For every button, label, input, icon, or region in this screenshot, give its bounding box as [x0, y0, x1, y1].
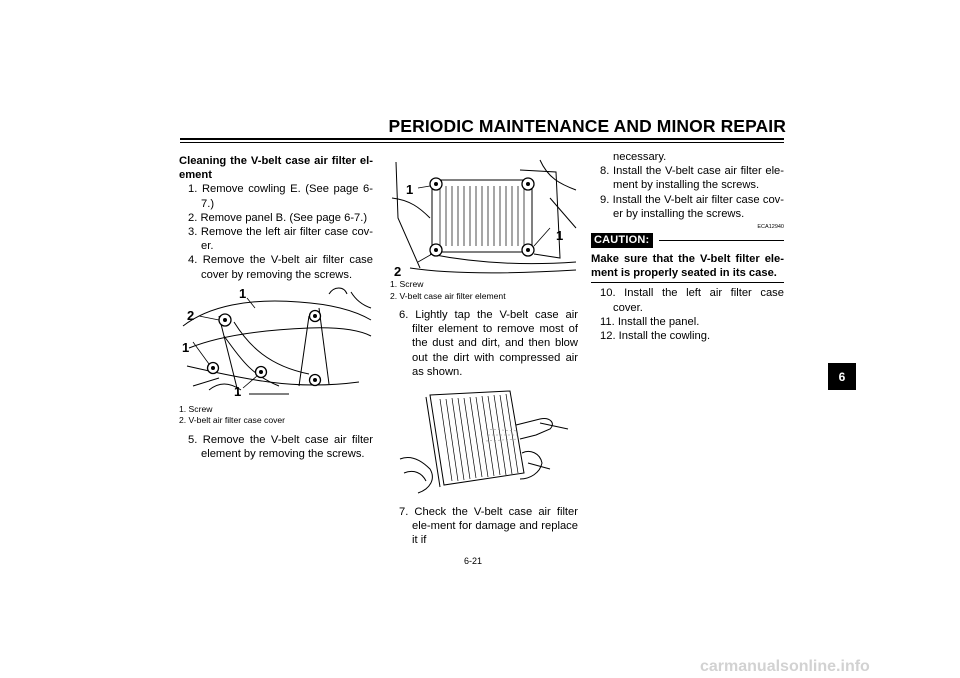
- figure-1-caption-2: 2. V-belt air filter case cover: [179, 415, 286, 426]
- caution-text: Make sure that the V-belt filter ele-men…: [591, 252, 784, 284]
- chapter-tab: 6: [828, 363, 856, 390]
- caution-rule: [659, 239, 784, 242]
- step-7-continued: necessary.: [613, 151, 667, 163]
- section-heading: Cleaning the V-belt case air filter el-e…: [179, 155, 373, 182]
- page-title: PERIODIC MAINTENANCE AND MINOR REPAIR: [388, 116, 786, 136]
- figure-2-caption-1: 1. Screw: [390, 279, 424, 289]
- step-1: 1. Remove cowling E. (See page 6-7.): [188, 183, 373, 210]
- compressed-air-cleaning-figure: [399, 390, 569, 494]
- step-6: 6. Lightly tap the V-belt case air filte…: [399, 309, 578, 378]
- header-rule: [180, 138, 784, 140]
- step-8: 8. Install the V-belt case air filter el…: [600, 165, 784, 192]
- column-3: necessary. 8. Install the V-belt case ai…: [591, 150, 784, 343]
- callout-1-top: 1: [239, 286, 246, 301]
- header-rule-thin: [180, 142, 784, 143]
- step-5: 5. Remove the V-belt case air filter ele…: [188, 433, 373, 461]
- filter-element-figure: 1 1 2: [391, 159, 577, 276]
- watermark: carmanualsonline.info: [700, 658, 870, 675]
- step-11: 11. Install the panel.: [600, 315, 700, 328]
- page-number: 6-21: [464, 556, 483, 566]
- callout-1-right: 1: [556, 228, 563, 243]
- callout-1-left: 1: [406, 182, 413, 197]
- callout-1-left: 1: [182, 340, 189, 355]
- step-4: 4. Remove the V-belt air filter case cov…: [188, 254, 373, 281]
- step-3: 3. Remove the left air filter case cov-e…: [188, 226, 373, 253]
- step-10: 10. Install the left air filter case cov…: [600, 287, 784, 314]
- column-2: 1 1 2 1. Screw 2. V-belt case air filter…: [390, 150, 578, 548]
- caution-header: CAUTION:: [591, 233, 784, 249]
- step-7: 7. Check the V-belt case air filter ele-…: [399, 506, 578, 547]
- step-2: 2. Remove panel B. (See page 6-7.): [188, 211, 368, 224]
- callout-2: 2: [394, 264, 401, 276]
- callout-1-bottom: 1: [234, 384, 241, 399]
- caution-label: CAUTION:: [591, 233, 654, 249]
- callout-2: 2: [187, 308, 194, 323]
- air-filter-case-cover-figure: 1 2 1 1: [182, 286, 372, 399]
- step-12: 12. Install the cowling.: [600, 330, 711, 343]
- figure-1-caption-1: 1. Screw: [179, 403, 213, 414]
- figure-2-caption-2: 2. V-belt case air filter element: [390, 290, 506, 301]
- column-1: Cleaning the V-belt case air filter el-e…: [179, 154, 373, 461]
- caution-code: ECA12940: [757, 224, 784, 231]
- step-9: 9. Install the V-belt air filter case co…: [600, 193, 784, 220]
